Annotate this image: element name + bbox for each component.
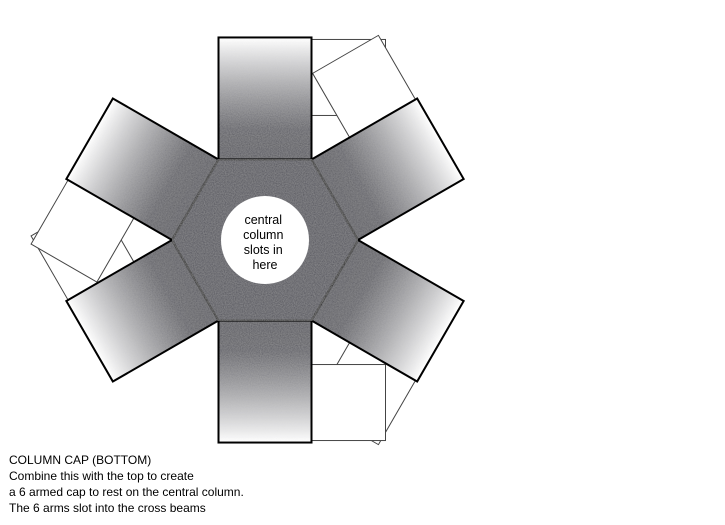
arm-shading [218,320,312,443]
caption-line-3: The 6 arms slot into the cross beams [9,501,206,515]
flap-bottom [311,364,386,442]
arm-upper-right [310,97,466,242]
arm-shading [218,37,312,160]
caption-line-1: Combine this with the top to create [9,469,194,483]
arm-top [217,36,313,161]
glue-flaps [30,34,417,446]
center-label-line-2: column [243,228,283,242]
caption-line-2: a 6 armed cap to rest on the central col… [9,485,244,499]
arm-upper-left [64,97,220,242]
arm-shading [311,98,464,241]
cap-arms [64,36,466,444]
central-column-label: central column slots in here [243,213,287,272]
arm-bottom [217,319,313,444]
caption-block: COLUMN CAP (BOTTOM) Combine this with th… [9,452,244,516]
glue-flap [311,364,386,442]
arm-shading [66,239,219,382]
center-label-line-4: here [252,258,277,272]
arm-shading [311,239,464,382]
caption-title: COLUMN CAP (BOTTOM) [9,453,152,467]
arm-shading [66,98,219,241]
center-label-line-3: slots in [244,243,283,257]
center-label-line-1: central [244,213,282,227]
central-column-hole [221,196,309,284]
